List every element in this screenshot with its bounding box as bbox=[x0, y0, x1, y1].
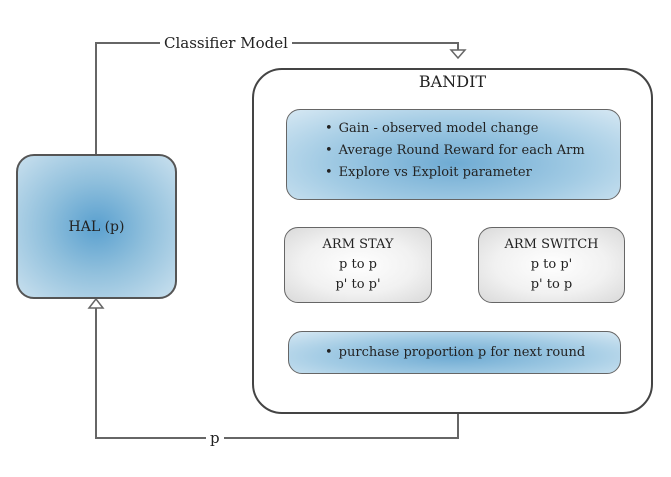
purchase-proportion-text: purchase proportion p for next round bbox=[325, 345, 586, 360]
p-label: p bbox=[206, 429, 224, 447]
arm-switch-line: p to p' bbox=[530, 257, 573, 272]
purchase-proportion-box: purchase proportion p for next round bbox=[288, 331, 621, 374]
arm-stay-box: ARM STAY p to p p' to p' bbox=[284, 227, 432, 303]
list-item: Gain - observed model change bbox=[325, 118, 620, 140]
arm-switch-line: p' to p bbox=[530, 277, 573, 292]
arm-switch-title: ARM SWITCH bbox=[504, 237, 599, 252]
list-item: Average Round Reward for each Arm bbox=[325, 140, 620, 162]
classifier-model-label: Classifier Model bbox=[160, 34, 292, 52]
arm-stay-line: p to p bbox=[339, 257, 377, 272]
hal-label: HAL (p) bbox=[68, 218, 125, 235]
bandit-info-box: Gain - observed model change Average Rou… bbox=[286, 109, 621, 200]
arm-stay-line: p' to p' bbox=[335, 277, 381, 292]
bandit-info-list: Gain - observed model change Average Rou… bbox=[325, 118, 620, 184]
arrow-into-hal-icon bbox=[87, 297, 105, 309]
p-feedback-connector bbox=[95, 308, 459, 439]
hal-node: HAL (p) bbox=[16, 154, 177, 299]
arm-stay-title: ARM STAY bbox=[322, 237, 394, 252]
list-item: Explore vs Exploit parameter bbox=[325, 162, 620, 184]
bandit-title: BANDIT bbox=[418, 72, 487, 91]
arrow-into-bandit-icon bbox=[449, 49, 467, 60]
arm-switch-box: ARM SWITCH p to p' p' to p bbox=[478, 227, 625, 303]
